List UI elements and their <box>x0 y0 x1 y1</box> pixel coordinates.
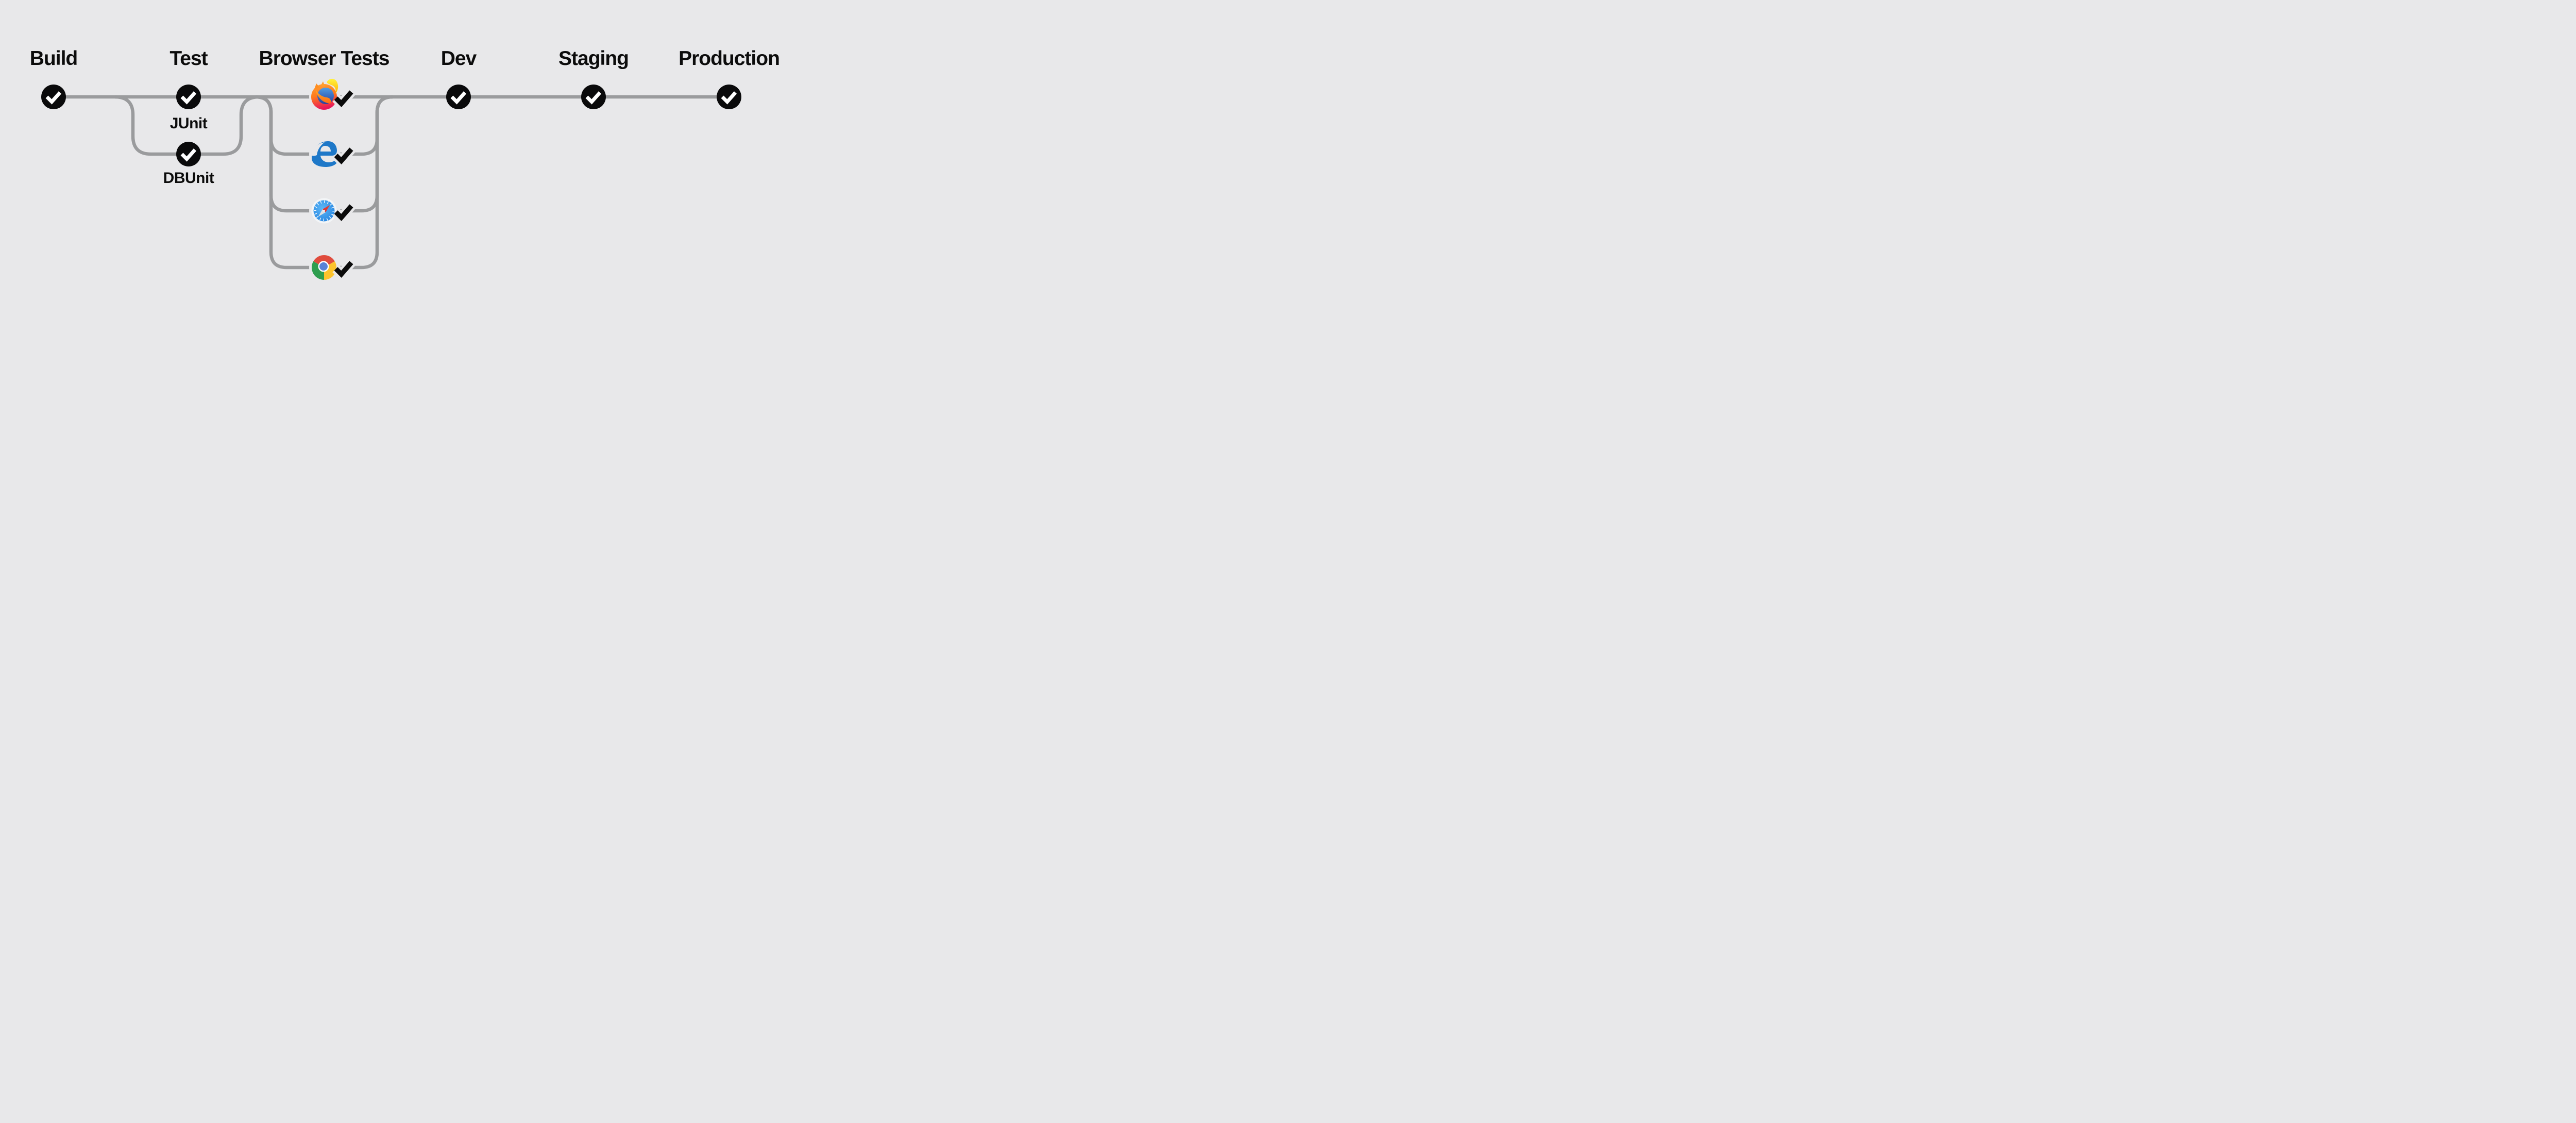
status-circle <box>717 85 741 109</box>
job-label-dbunit: DBUnit <box>163 170 214 187</box>
firefox-flame <box>327 78 338 94</box>
status-node-staging <box>581 85 606 109</box>
stage-label-staging: Staging <box>558 47 629 70</box>
stage-label-production: Production <box>679 47 779 70</box>
check-icon <box>721 91 737 105</box>
stage-label-dev: Dev <box>441 47 477 70</box>
status-circle <box>581 85 606 109</box>
status-node-junit <box>176 85 201 109</box>
status-circle <box>176 85 201 109</box>
status-circle <box>41 85 66 109</box>
check-icon-safari <box>334 204 353 221</box>
safari-icon <box>309 196 339 226</box>
diagram-background <box>0 0 808 328</box>
status-node-build <box>41 85 66 109</box>
status-node-dev <box>446 85 471 109</box>
check-icon-chrome <box>334 261 353 278</box>
status-node-production <box>717 85 741 109</box>
check-icon-firefox <box>334 90 353 107</box>
check-icon <box>180 148 197 162</box>
edge-icon <box>309 139 339 169</box>
check-icon <box>585 91 602 105</box>
safari-tick-marks <box>314 200 334 221</box>
firefox-icon <box>309 78 339 112</box>
status-node-dbunit <box>176 142 201 166</box>
job-label-junit: JUnit <box>170 115 208 132</box>
stage-label-test: Test <box>170 47 208 70</box>
stage-label-browser-tests: Browser Tests <box>259 47 389 70</box>
status-circle <box>176 142 201 166</box>
stage-label-build: Build <box>30 47 77 70</box>
pipeline-canvas: Build Test Browser Tests Dev Staging Pro… <box>0 0 808 328</box>
check-icon <box>180 91 197 105</box>
check-icon <box>45 91 62 105</box>
edge-swoosh-cut <box>311 142 325 156</box>
status-circle <box>446 85 471 109</box>
check-icon-edge <box>334 147 353 164</box>
firefox-ear <box>314 83 320 89</box>
safari-needle-hub <box>323 210 325 212</box>
chrome-hub-blue <box>319 262 328 271</box>
firefox-fox-swoosh <box>316 90 331 104</box>
firefox-ear-2 <box>320 81 325 87</box>
check-icon <box>450 91 467 105</box>
pipeline-diagram: Build Test Browser Tests Dev Staging Pro… <box>0 0 808 328</box>
chrome-icon <box>309 253 339 282</box>
